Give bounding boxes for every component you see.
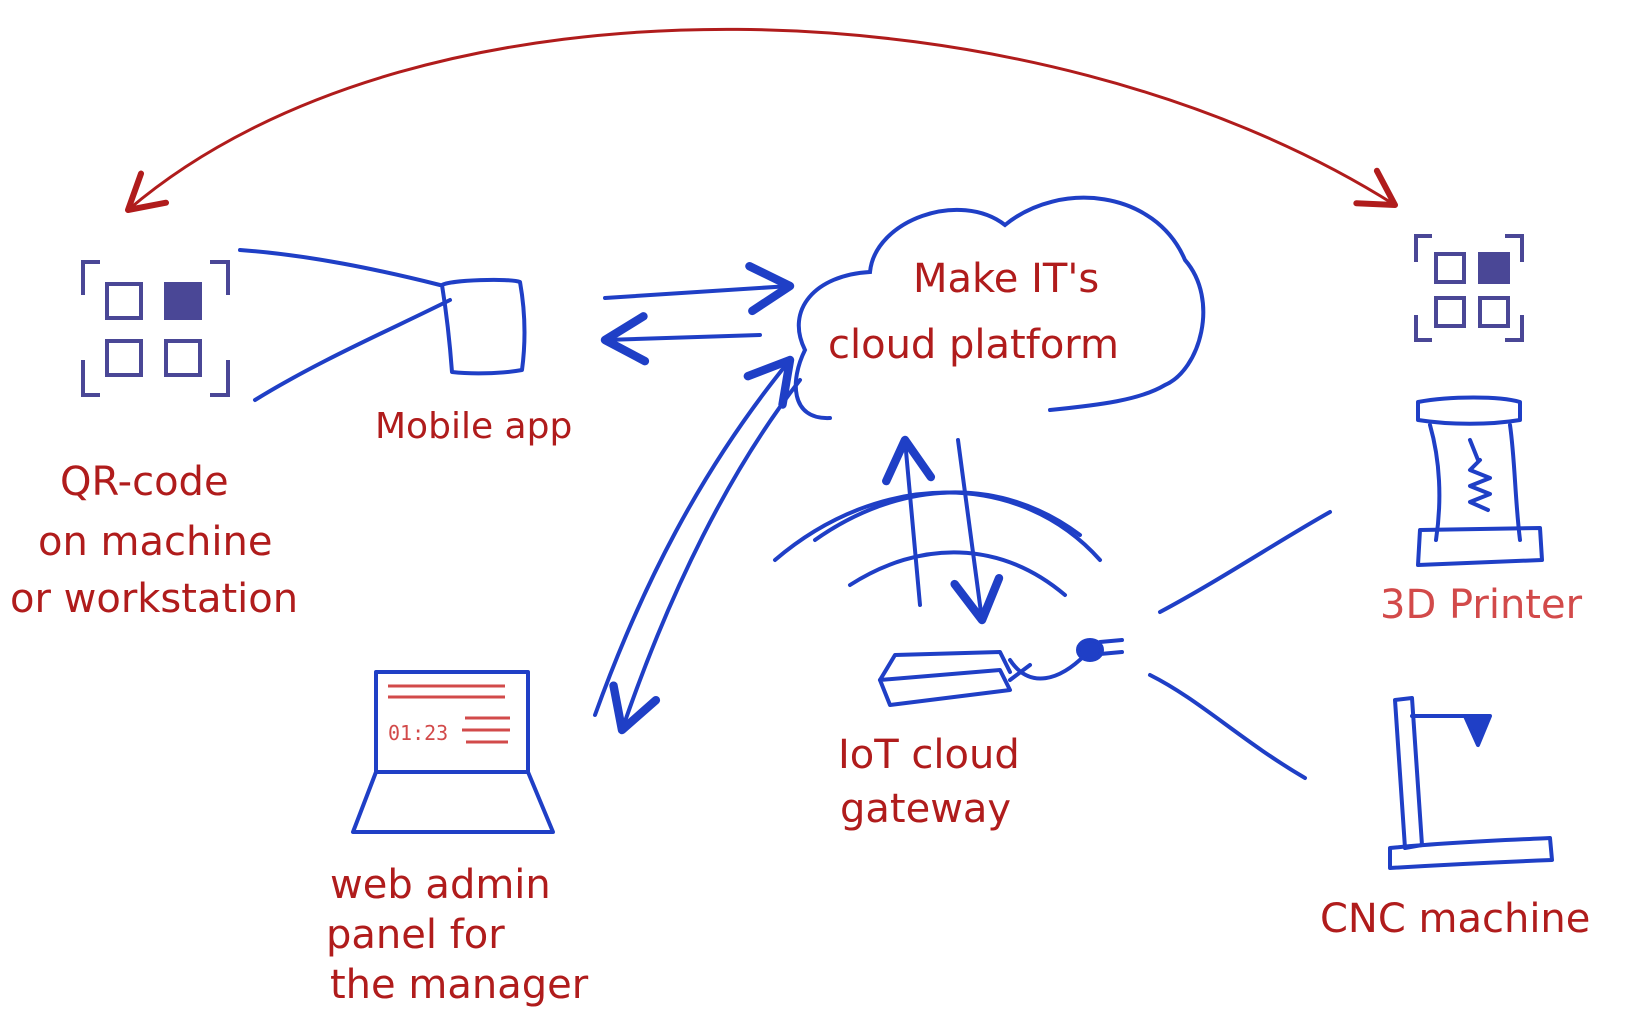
label-web-admin-line1: web admin [330,862,551,908]
label-iot-gateway-line1: IoT cloud [838,732,1020,778]
cloud-gateway-arrows [882,435,1004,625]
label-qr-code: QR-code on machine or workstation [10,459,298,622]
label-iot-gateway: IoT cloud gateway [838,732,1020,832]
label-qr-code-line2: on machine [38,519,272,565]
label-qr-code-line1: QR-code [60,459,229,505]
label-cloud-line2: cloud platform [828,322,1119,368]
gateway-machine-lines [1148,510,1332,780]
laptop-screen-time: 01:23 [388,721,448,745]
label-web-admin-line3: the manager [330,962,589,1008]
label-cloud-line1: Make IT's [913,256,1099,302]
label-mobile-app: Mobile app [375,406,572,447]
laptop-icon [351,670,555,834]
wifi-waves-icon [773,490,1102,597]
qr-code-left-icon [81,260,230,397]
cnc-machine-icon [1388,696,1554,870]
phone-cloud-arrows [600,261,795,366]
label-cloud: Make IT's cloud platform [828,256,1119,368]
scan-lines [238,248,452,402]
label-web-admin: web admin panel for the manager [326,862,589,1008]
label-iot-gateway-line2: gateway [840,786,1011,832]
gateway-box-icon [878,638,1124,707]
laptop-cloud-arrows [593,355,802,735]
label-cnc-machine: CNC machine [1320,896,1590,942]
qr-sync-arrow [125,27,1398,213]
cloud-icon [793,195,1206,421]
label-qr-code-line3: or workstation [10,576,298,622]
qr-code-right-icon [1414,234,1524,342]
label-web-admin-line2: panel for [326,912,505,958]
label-3d-printer: 3D Printer [1380,582,1583,628]
3d-printer-icon [1416,395,1544,567]
mobile-phone-icon [440,277,527,376]
